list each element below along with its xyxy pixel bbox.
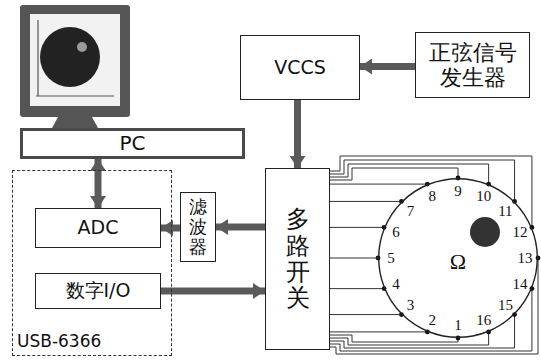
screen-image xyxy=(40,27,100,87)
adc-box: ADC xyxy=(35,208,161,248)
node-label: 滤波器 xyxy=(189,197,207,256)
monitor-screen xyxy=(30,14,120,106)
multiplexer-box: 多路开关 xyxy=(265,168,330,350)
signal-arrow xyxy=(360,63,415,70)
signal-arrow xyxy=(161,225,180,232)
node-label: 多路开关 xyxy=(286,206,310,312)
electrode-wire xyxy=(330,288,384,289)
electrode-wire xyxy=(330,258,378,259)
electrode-number: 10 xyxy=(476,189,491,204)
electrode-number: 7 xyxy=(407,203,415,218)
vccs-box: VCCS xyxy=(240,35,360,100)
electrode-wires xyxy=(330,156,538,354)
electrodes xyxy=(376,176,541,341)
electrode-number: 13 xyxy=(518,251,533,266)
electrode-wire xyxy=(330,168,458,180)
electrode-wire xyxy=(330,258,538,354)
electrode-number: 14 xyxy=(512,276,527,291)
sensing-domain-circle: Ω xyxy=(378,178,538,338)
screen-axis xyxy=(36,95,114,96)
domain-outline xyxy=(379,179,538,338)
electrode-wire xyxy=(330,331,427,332)
pc-box: PC xyxy=(20,128,245,159)
electrode-number: 4 xyxy=(392,276,400,291)
screen-axis xyxy=(37,20,38,96)
node-label: ADC xyxy=(78,217,119,239)
signal-arrow xyxy=(294,100,301,168)
electrode-wire xyxy=(330,332,489,345)
electrode-number: 3 xyxy=(407,298,415,313)
filter-box: 滤波器 xyxy=(180,192,216,262)
electrode-number: 6 xyxy=(392,225,400,240)
digital-io-box: 数字I/O xyxy=(35,273,161,309)
electrode-wire xyxy=(330,201,401,202)
electrode-wire xyxy=(330,184,427,185)
electrode-number: 8 xyxy=(429,189,437,204)
electrode-number: 15 xyxy=(498,298,513,313)
electrode-number: 5 xyxy=(387,251,395,266)
electrode-wire xyxy=(330,335,458,342)
electrode-number: 9 xyxy=(454,184,462,199)
electrode-wire xyxy=(330,164,489,184)
electrode-number: 1 xyxy=(454,318,462,333)
daq-device-group: USB-6366 ADC 数字I/O xyxy=(12,170,172,356)
monitor-stand xyxy=(52,117,98,128)
monitor-frame xyxy=(20,5,130,117)
monitor-icon xyxy=(20,5,130,128)
signal-arrow xyxy=(216,224,265,231)
electrode xyxy=(456,336,461,341)
electrode-wire xyxy=(330,289,532,351)
node-label: USB-6366 xyxy=(17,332,101,352)
node-label: PC xyxy=(119,132,145,155)
signal-generator-box: 正弦信号 发生器 xyxy=(415,32,530,98)
node-label: 正弦信号 发生器 xyxy=(416,40,529,91)
inclusion-object xyxy=(470,217,500,247)
electrode-wire xyxy=(330,227,384,228)
electrode-wire xyxy=(330,314,401,315)
electrode-number: 11 xyxy=(498,203,512,218)
signal-arrow xyxy=(161,288,265,295)
node-label: Ω xyxy=(450,249,466,274)
electrode-number: 16 xyxy=(476,312,491,327)
electrode xyxy=(536,256,541,261)
electrode-number: 2 xyxy=(429,312,437,327)
node-label: VCCS xyxy=(274,57,326,79)
electrode-number: 12 xyxy=(512,225,527,240)
signal-arrow xyxy=(95,159,102,208)
screen-image xyxy=(77,42,87,52)
node-label: 数字I/O xyxy=(66,280,131,302)
